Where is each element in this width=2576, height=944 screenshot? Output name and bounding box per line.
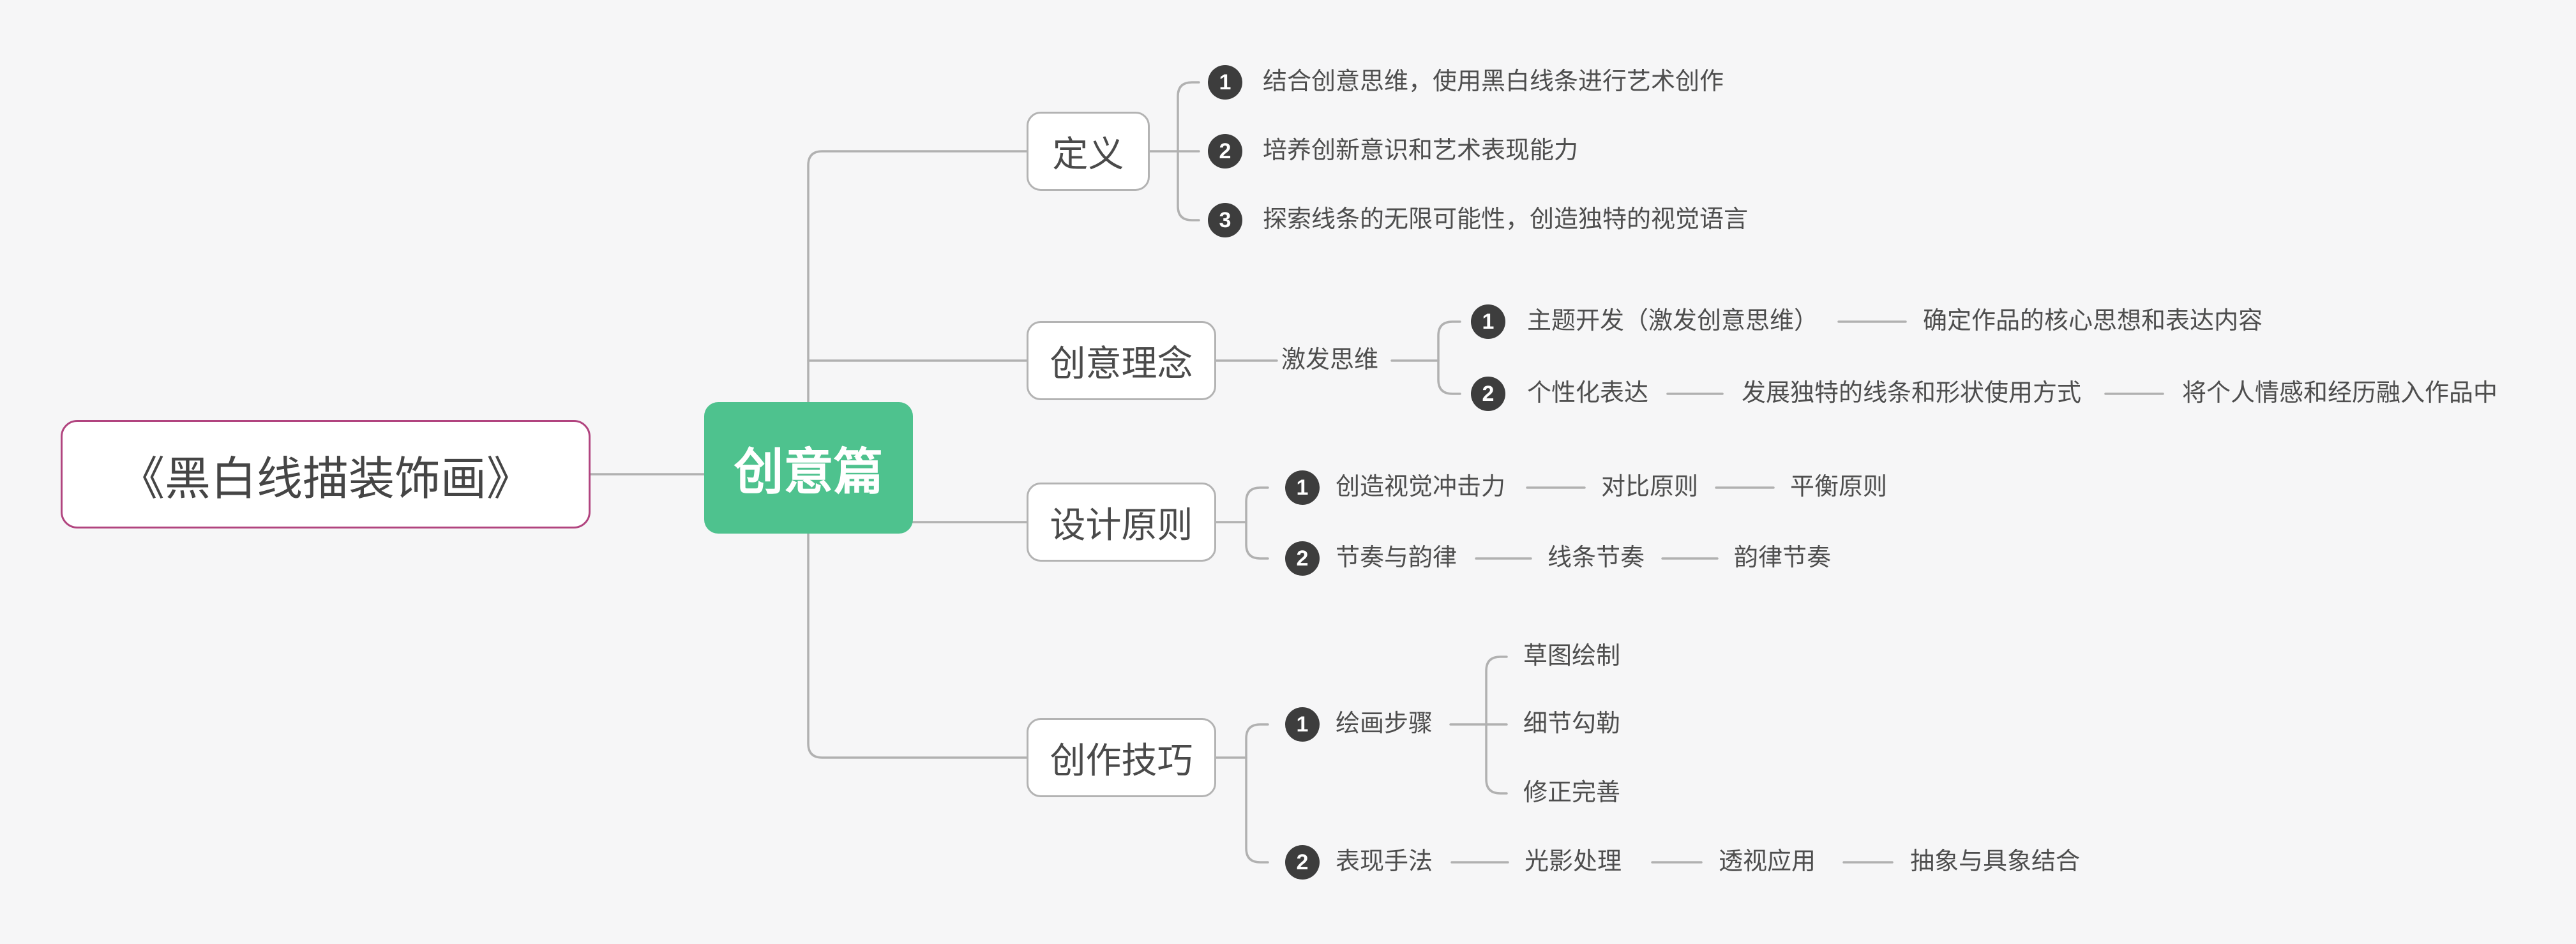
branch-label: 设计原则 (1050, 504, 1193, 545)
root-node[interactable]: 《黑白线描装饰画》 (61, 420, 591, 528)
topic-concept-point-2-detail-2[interactable]: 将个人情感和经历融入作品中 (2182, 380, 2498, 407)
connector-concept-bracket (1437, 320, 1461, 395)
branch-label: 创意理念 (1050, 343, 1193, 384)
branch-node-principle[interactable]: 设计原则 (1027, 483, 1216, 562)
topic-principle-point-1-detail-1[interactable]: 对比原则 (1601, 474, 1699, 501)
number-badge: 1 (1285, 707, 1320, 742)
root-label: 《黑白线描装饰画》 (118, 453, 532, 505)
branch-node-definition[interactable]: 定义 (1027, 112, 1150, 191)
connector-principle-bracket (1245, 486, 1269, 560)
number-badge: 2 (1471, 377, 1505, 411)
topic-definition-point-3[interactable]: 探索线条的无限可能性，创造独特的视觉语言 (1263, 206, 1749, 234)
topic-technique-point-1[interactable]: 绘画步骤 (1336, 710, 1433, 738)
center-label: 创意篇 (734, 444, 884, 500)
topic-concept-point-2[interactable]: 个性化表达 (1527, 380, 1649, 407)
number-badge: 1 (1285, 470, 1320, 505)
branch-label: 定义 (1052, 133, 1124, 174)
number-badge: 2 (1285, 541, 1320, 576)
number-badge: 1 (1471, 304, 1505, 339)
topic-principle-point-1[interactable]: 创造视觉冲击力 (1336, 474, 1506, 501)
number-badge: 2 (1208, 134, 1242, 169)
topic-technique-point-2[interactable]: 表现手法 (1336, 848, 1433, 876)
topic-definition-point-1[interactable]: 结合创意思维，使用黑白线条进行艺术创作 (1263, 68, 1724, 96)
topic-principle-point-1-detail-2[interactable]: 平衡原则 (1790, 474, 1888, 501)
topic-concept-bridge[interactable]: 激发思维 (1281, 347, 1379, 374)
topic-technique-step-2[interactable]: 细节勾勒 (1523, 710, 1621, 738)
topic-principle-point-2[interactable]: 节奏与韵律 (1336, 544, 1457, 572)
topic-principle-point-2-detail-2[interactable]: 韵律节奏 (1734, 544, 1832, 572)
topic-technique-point-2-detail-1[interactable]: 光影处理 (1525, 848, 1622, 876)
topic-definition-point-2[interactable]: 培养创新意识和艺术表现能力 (1263, 137, 1579, 165)
connector-steps-bracket (1485, 656, 1508, 795)
branch-node-concept[interactable]: 创意理念 (1027, 321, 1216, 400)
connector-definition-bracket (1177, 81, 1200, 221)
topic-technique-point-2-detail-2[interactable]: 透视应用 (1719, 848, 1816, 876)
topic-concept-point-1[interactable]: 主题开发（激发创意思维） (1527, 308, 1819, 335)
number-badge: 3 (1208, 203, 1242, 237)
topic-concept-point-1-detail[interactable]: 确定作品的核心思想和表达内容 (1923, 308, 2263, 335)
topic-concept-point-2-detail-1[interactable]: 发展独特的线条和形状使用方式 (1742, 380, 2082, 407)
connector-technique-bracket (1245, 723, 1269, 864)
branch-label: 创作技巧 (1050, 740, 1193, 781)
number-badge: 2 (1285, 845, 1320, 880)
number-badge: 1 (1208, 65, 1242, 100)
branch-node-technique[interactable]: 创作技巧 (1027, 718, 1216, 797)
topic-technique-step-3[interactable]: 修正完善 (1523, 779, 1621, 807)
center-node[interactable]: 创意篇 (704, 402, 913, 534)
topic-principle-point-2-detail-1[interactable]: 线条节奏 (1548, 544, 1645, 572)
topic-technique-point-2-detail-3[interactable]: 抽象与具象结合 (1910, 848, 2081, 876)
topic-technique-step-1[interactable]: 草图绘制 (1523, 643, 1621, 670)
